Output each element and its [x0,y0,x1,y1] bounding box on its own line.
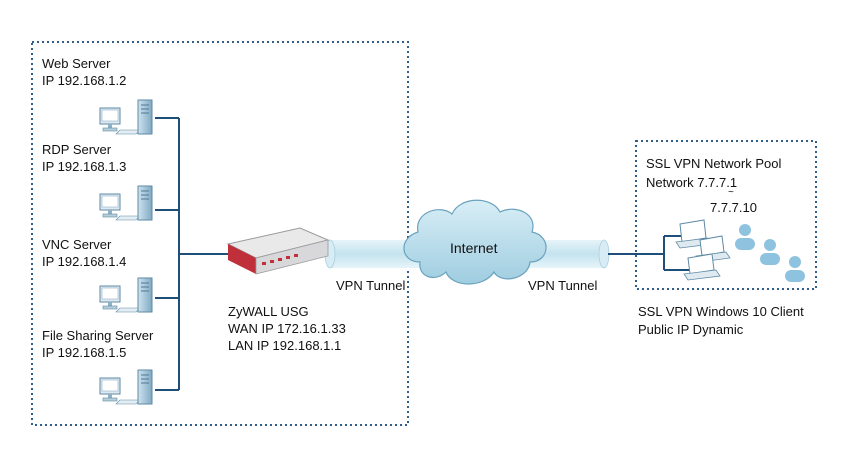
web-server-name: Web Server [42,56,111,71]
internet-label: Internet [450,240,498,256]
router-device-icon [226,227,330,275]
ssl-pool-network: Network 7.7.7.1 [646,175,738,190]
ssl-pool-title: SSL VPN Network Pool [646,156,782,171]
laptop-icon [683,253,721,281]
user-icon [735,224,755,250]
internet-cloud-icon [403,199,547,285]
vpn-tunnel-right-label: VPN Tunnel [528,278,598,293]
vnc-server-name: VNC Server [42,237,112,252]
ssl-pool-separator: ~ [728,187,734,198]
user-icon [785,256,805,282]
client-name: SSL VPN Windows 10 Client [638,304,804,319]
ssl-pool-end: 7.7.7.10 [710,200,757,215]
file-server-icon [99,369,153,405]
file-server-ip: IP 192.168.1.5 [42,345,127,360]
router-wan-ip: WAN IP 172.16.1.33 [228,321,346,336]
client-zone-box [635,140,817,290]
web-server-icon [99,99,153,135]
rdp-server-icon [99,185,153,221]
web-server-ip: IP 192.168.1.2 [42,73,127,88]
router-name: ZyWALL USG [228,304,309,319]
vnc-server-icon [99,277,153,313]
rdp-server-name: RDP Server [42,142,112,157]
rdp-server-ip: IP 192.168.1.3 [42,159,127,174]
router-lan-ip: LAN IP 192.168.1.1 [228,338,342,353]
lan-zone-box [31,41,409,426]
client-public-ip: Public IP Dynamic [638,322,744,337]
user-icon [760,239,780,265]
file-server-name: File Sharing Server [42,328,154,343]
vnc-server-ip: IP 192.168.1.4 [42,254,127,269]
vpn-tunnel-left-label: VPN Tunnel [336,278,406,293]
